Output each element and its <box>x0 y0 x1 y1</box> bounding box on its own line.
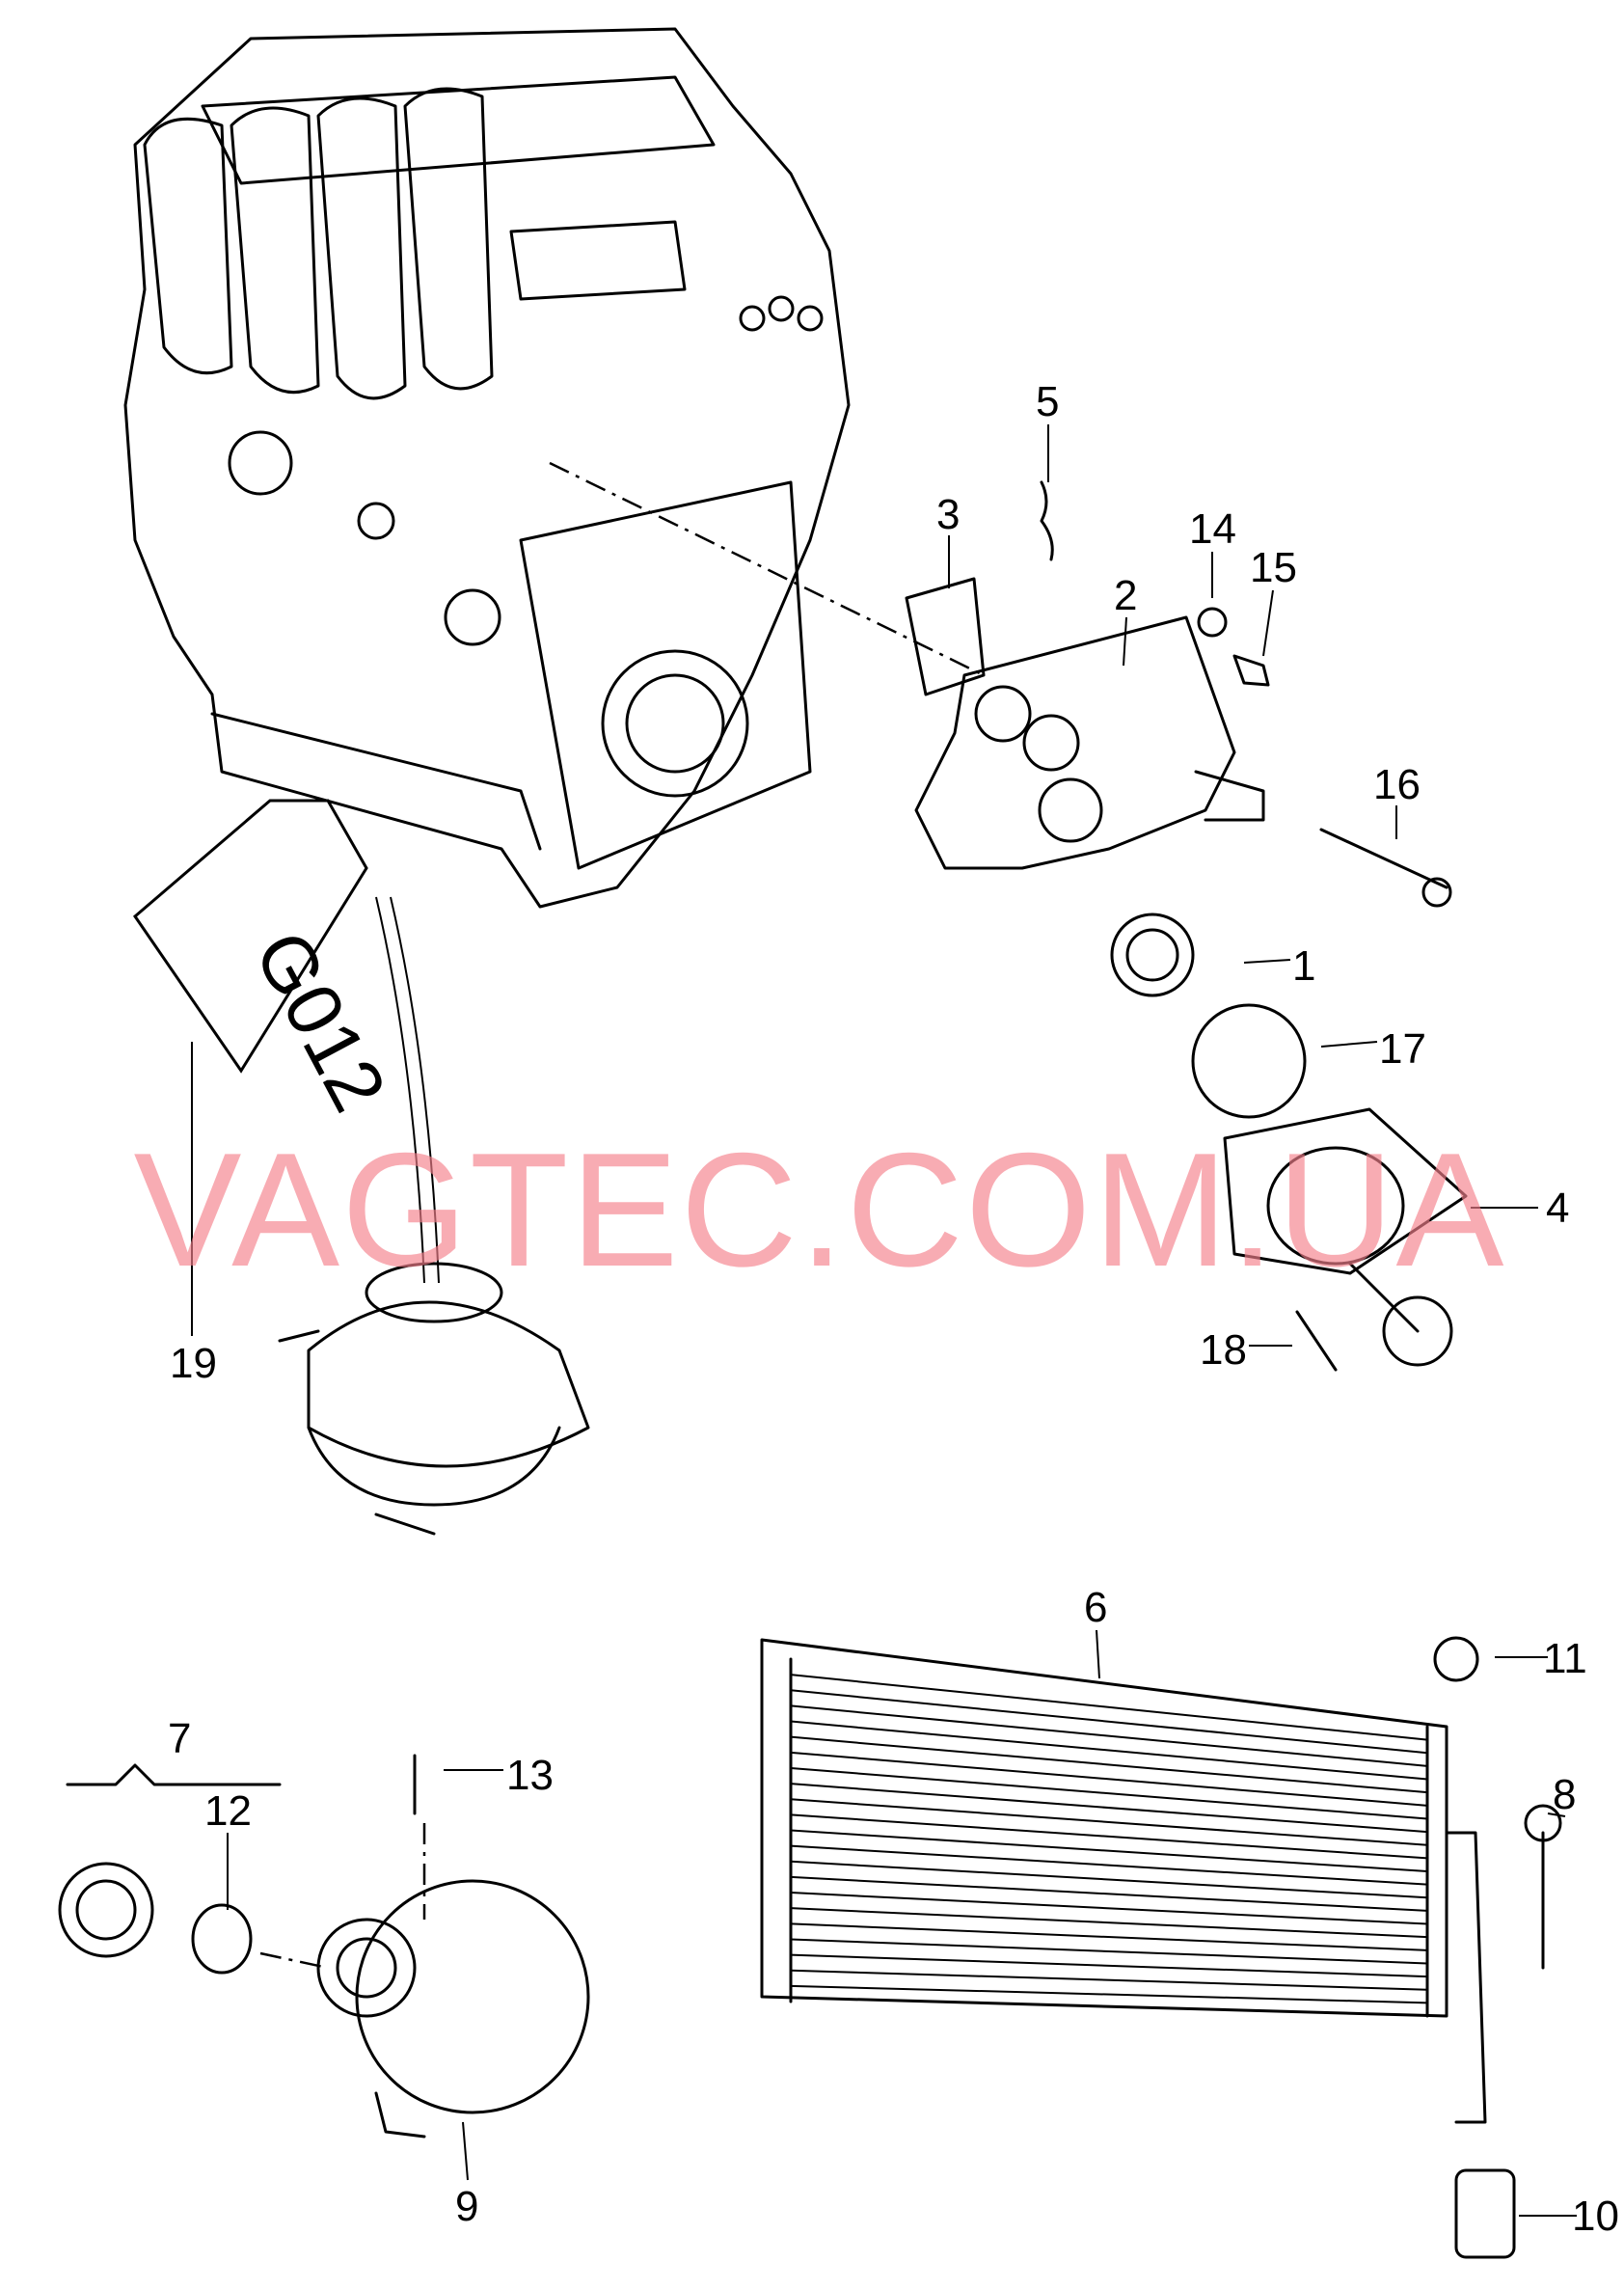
callout-10: 10 <box>1572 2193 1619 2240</box>
callout-6: 6 <box>1084 1584 1107 1631</box>
radiator-fin <box>790 1922 1428 1951</box>
radiator-fin <box>790 1674 1428 1741</box>
engine-block <box>123 27 851 909</box>
radiator-fin <box>790 1766 1428 1820</box>
callout-11: 11 <box>1543 1635 1587 1682</box>
radiator-fin <box>790 1751 1428 1807</box>
radiator-fin <box>790 1720 1428 1781</box>
radiator-fin <box>790 1938 1428 1965</box>
expansion-tank-lower <box>58 1754 590 2139</box>
radiator-fin <box>790 1953 1428 1978</box>
watermark: VAGTEC.COM.UA <box>134 1119 1506 1300</box>
callout-4: 4 <box>1546 1185 1569 1232</box>
radiator-fin <box>790 1969 1428 1991</box>
callouts: 1 2 3 4 5 6 7 8 9 10 11 12 13 14 15 16 1… <box>168 378 1619 2240</box>
callout-14: 14 <box>1189 505 1236 553</box>
leader-lines <box>191 424 1577 2217</box>
radiator-fin <box>790 1844 1428 1886</box>
thermostat-housing <box>905 480 1468 1372</box>
callout-18: 18 <box>1200 1326 1247 1374</box>
radiator-fin <box>790 1984 1428 2004</box>
radiator-fin <box>790 1783 1428 1834</box>
mounts <box>1433 1636 1562 2259</box>
callout-3: 3 <box>936 491 960 538</box>
callout-15: 15 <box>1250 544 1297 591</box>
radiator-fin <box>790 1689 1428 1755</box>
callout-5: 5 <box>1036 378 1059 425</box>
expansion-tank-upper <box>278 1262 590 1536</box>
callout-19: 19 <box>170 1340 217 1387</box>
callout-8: 8 <box>1553 1771 1576 1818</box>
callout-9: 9 <box>455 2183 478 2230</box>
radiator-fin <box>790 1875 1428 1912</box>
callout-16: 16 <box>1373 761 1421 808</box>
radiator-fin <box>790 1829 1428 1872</box>
radiator-fin <box>790 1892 1428 1925</box>
radiator-fin <box>790 1735 1428 1794</box>
radiator-fin <box>790 1813 1428 1860</box>
callout-1: 1 <box>1292 942 1315 990</box>
callout-17: 17 <box>1379 1025 1426 1073</box>
radiator <box>760 1638 1487 2124</box>
radiator-fin <box>790 1907 1428 1939</box>
callout-12: 12 <box>204 1787 252 1835</box>
callout-2: 2 <box>1114 572 1137 619</box>
radiator-fin <box>790 1798 1428 1846</box>
callout-13: 13 <box>506 1752 554 1799</box>
radiator-fin <box>790 1704 1428 1767</box>
radiator-fin <box>790 1860 1428 1899</box>
callout-7: 7 <box>168 1715 191 1762</box>
